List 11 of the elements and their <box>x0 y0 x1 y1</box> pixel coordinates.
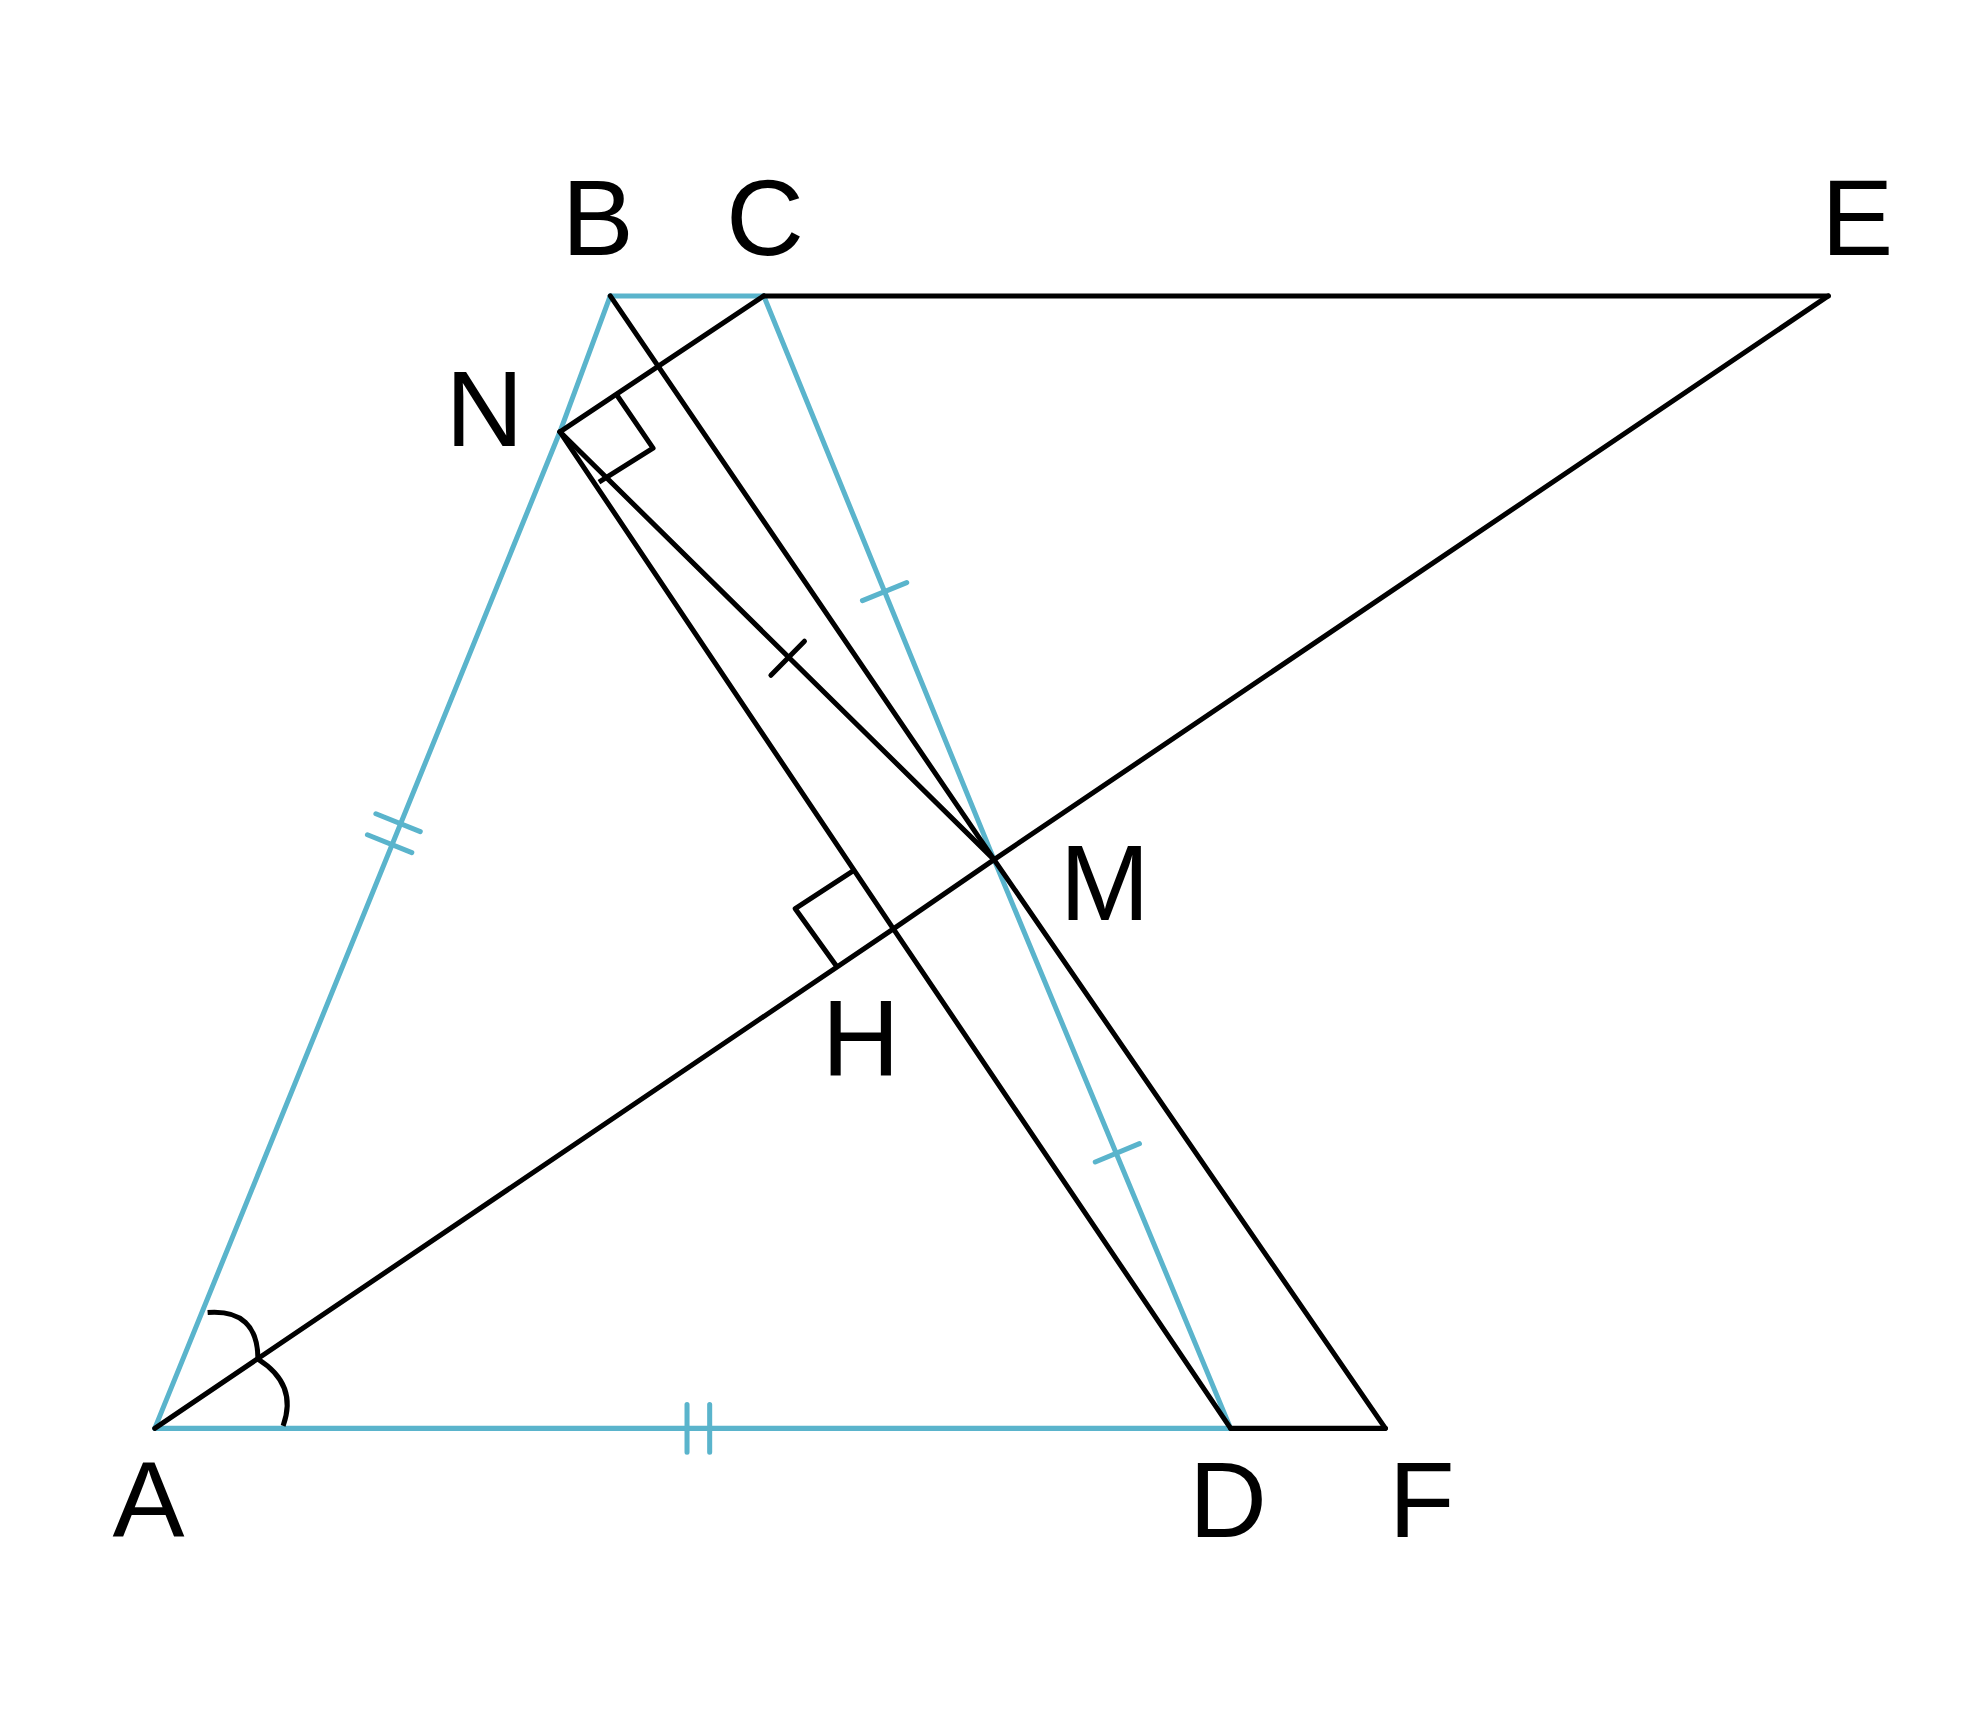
line-segment <box>890 926 1234 1431</box>
point-label: N <box>445 354 524 463</box>
point-label: B <box>561 163 634 272</box>
point-label: A <box>112 1445 185 1554</box>
point-label: F <box>1388 1445 1455 1554</box>
point-label: M <box>1059 829 1150 938</box>
line-segment <box>557 293 767 435</box>
point-label: C <box>726 163 805 272</box>
point-label: E <box>1821 163 1894 272</box>
point-label: H <box>821 984 900 1093</box>
point-label: D <box>1189 1445 1268 1554</box>
